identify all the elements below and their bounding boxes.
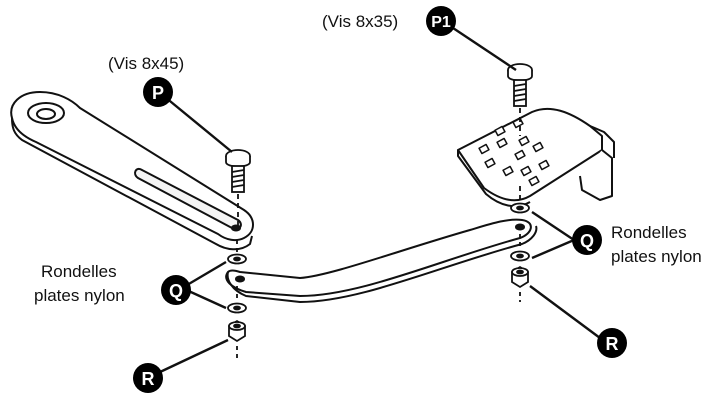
callout-p1-label: P1 (431, 14, 451, 31)
callout-p: P (143, 77, 173, 107)
screw-p (225, 149, 251, 226)
leader-p (164, 96, 233, 153)
callout-r-right: R (597, 328, 627, 358)
callout-p-label: P (152, 83, 164, 103)
callout-q-right-label: Q (580, 231, 594, 251)
callout-p1: P1 (426, 6, 456, 36)
leader-r-right (529, 285, 601, 339)
screw-p-spec: (Vis 8x45) (108, 54, 184, 73)
washers-left-line1: Rondelles (41, 262, 117, 281)
leader-r-left (159, 338, 229, 374)
callout-r-right-label: R (606, 334, 619, 354)
washers-right-line1: Rondelles (611, 223, 687, 242)
left-arm (10, 91, 254, 251)
washers-right-line2: plates nylon (611, 247, 702, 266)
leader-p1 (446, 23, 517, 71)
callout-q-left-label: Q (169, 281, 183, 301)
leader-q-right-bottom (531, 238, 575, 260)
left-washer-stack (227, 240, 247, 360)
callout-q-left: Q (161, 275, 191, 305)
right-washer-stack (510, 202, 530, 302)
screw-p1 (507, 63, 533, 202)
mounting-bracket (457, 107, 615, 208)
screw-p1-spec: (Vis 8x35) (322, 12, 398, 31)
washers-left-line2: plates nylon (34, 286, 125, 305)
callout-r-left-label: R (142, 369, 155, 389)
bracket-slots (478, 117, 550, 187)
leader-q-right-top (531, 211, 575, 241)
callout-r-left: R (133, 363, 163, 393)
callout-q-right: Q (572, 225, 602, 255)
bent-bar (225, 218, 538, 303)
